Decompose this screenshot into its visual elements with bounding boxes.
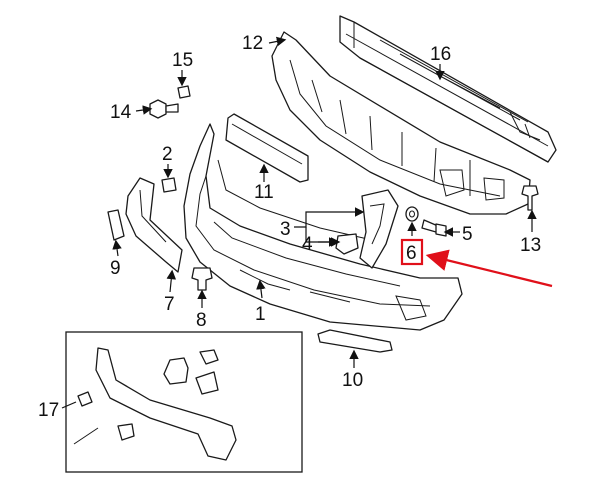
callout-11: 11 bbox=[254, 182, 274, 203]
callout-1: 1 bbox=[255, 304, 266, 325]
highlight-arrow bbox=[425, 249, 553, 288]
callout-9: 9 bbox=[110, 258, 121, 279]
callout-10: 10 bbox=[342, 370, 363, 391]
leader-lines bbox=[61, 36, 537, 409]
mounting-bracket-part bbox=[359, 189, 399, 269]
callout-2: 2 bbox=[162, 144, 173, 165]
side-shim-part bbox=[107, 209, 125, 241]
side-bracket-part bbox=[125, 177, 183, 273]
callout-13: 13 bbox=[520, 235, 541, 256]
callout-6: 6 bbox=[406, 243, 417, 264]
upper-trim-strip-part bbox=[225, 113, 309, 183]
highlight-box bbox=[400, 238, 424, 266]
small-fastener-part bbox=[161, 177, 177, 193]
screw-part bbox=[149, 99, 179, 119]
bumper-cover-part bbox=[183, 123, 463, 331]
bolt-part bbox=[421, 219, 447, 237]
lower-trim-strip-part bbox=[317, 329, 393, 353]
energy-absorber-part bbox=[271, 31, 531, 215]
push-pin-part bbox=[191, 267, 213, 291]
washer-part bbox=[405, 206, 419, 222]
callout-4: 4 bbox=[302, 234, 313, 255]
callout-12: 12 bbox=[242, 33, 263, 54]
nut-part bbox=[177, 85, 191, 99]
callout-14: 14 bbox=[110, 102, 132, 123]
callout-15: 15 bbox=[172, 50, 193, 71]
callout-3: 3 bbox=[280, 219, 291, 240]
reinforcement-bar-part bbox=[339, 15, 557, 163]
callout-17: 17 bbox=[38, 400, 59, 421]
callout-7: 7 bbox=[164, 294, 175, 315]
inset-box bbox=[65, 331, 303, 473]
callout-16: 16 bbox=[430, 44, 451, 65]
callout-8: 8 bbox=[196, 310, 207, 331]
callout-5: 5 bbox=[462, 224, 473, 245]
bracket-clip-part bbox=[335, 233, 359, 255]
